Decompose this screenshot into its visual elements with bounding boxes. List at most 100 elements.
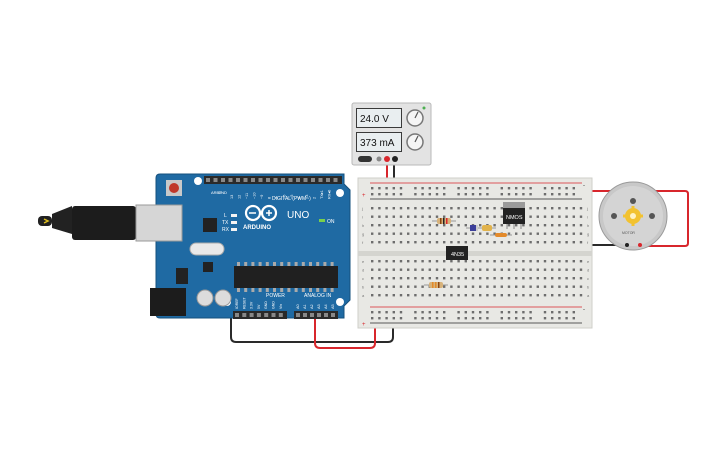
optocoupler-label: 4N35	[451, 252, 464, 258]
digital-pin-label: RX◂0	[328, 190, 332, 199]
center-channel	[358, 251, 592, 256]
row-letter: i	[587, 215, 588, 220]
power-header-label: POWER	[266, 293, 285, 299]
l-label: L	[224, 213, 227, 219]
analog-pin-label: A3	[317, 304, 321, 309]
header-pin[interactable]	[221, 178, 225, 182]
row-letter: b	[587, 285, 590, 290]
power-switch[interactable]	[358, 156, 372, 162]
header-pin[interactable]	[303, 178, 308, 182]
resistor-middle[interactable]	[478, 225, 496, 231]
digital-pin-row[interactable]	[206, 178, 338, 182]
motor-terminal-negative[interactable]	[625, 243, 629, 247]
header-pin[interactable]	[303, 313, 307, 317]
digital-pin-label: 4	[298, 197, 302, 199]
digital-pin-label: 8	[268, 197, 272, 199]
wire-motor-positive[interactable]	[585, 190, 689, 247]
header-pin[interactable]	[264, 313, 269, 317]
mosfet-label: NMOS	[506, 215, 523, 221]
model-label: UNO	[287, 210, 309, 221]
terminal-positive[interactable]	[384, 156, 390, 162]
header-pin[interactable]	[228, 178, 233, 182]
header-pin[interactable]	[235, 313, 239, 317]
header-pin[interactable]	[296, 178, 300, 182]
digital-pin-label: ~6	[283, 195, 287, 199]
header-pin[interactable]	[236, 178, 240, 182]
resistor-right[interactable]	[490, 233, 512, 237]
analog-pin-label: A2	[310, 304, 314, 309]
header-pin[interactable]	[273, 178, 278, 182]
optocoupler[interactable]: 4N35	[446, 246, 468, 260]
mosfet[interactable]: NMOS	[503, 202, 525, 229]
header-pin[interactable]	[333, 178, 338, 182]
resistor-bottom[interactable]	[424, 282, 448, 288]
resistor-top[interactable]	[432, 218, 456, 224]
row-letter: c	[587, 276, 589, 281]
header-pin[interactable]	[249, 313, 254, 317]
header-pin[interactable]	[213, 178, 218, 182]
header-pin[interactable]	[258, 178, 263, 182]
tx-label: TX	[222, 220, 229, 226]
atmega-chip	[234, 266, 338, 288]
row-letter: h	[362, 223, 364, 228]
header-pin[interactable]	[331, 313, 335, 317]
header-pin[interactable]	[256, 313, 261, 317]
row-letter: a	[587, 293, 590, 298]
header-pin[interactable]	[206, 178, 210, 182]
row-letter: a	[362, 293, 365, 298]
digital-pin-label: ~9	[260, 195, 264, 199]
motor-terminal-positive[interactable]	[638, 243, 642, 247]
aref-label: AREF	[211, 190, 222, 195]
analog-header[interactable]	[294, 311, 338, 319]
digital-pin-label: ~11	[245, 193, 249, 199]
row-letter: f	[587, 240, 589, 245]
header-pin[interactable]	[288, 178, 293, 182]
header-pin[interactable]	[318, 178, 323, 182]
dc-motor[interactable]: MOTOR	[598, 181, 668, 251]
row-letter: g	[362, 232, 364, 237]
rail-minus-bottom: -	[583, 307, 585, 313]
digital-pin-label: ~5	[290, 195, 294, 199]
terminal-negative[interactable]	[392, 156, 398, 162]
arduino-logo	[244, 204, 278, 222]
header-pin[interactable]	[296, 313, 300, 317]
analog-pin-label: A1	[303, 304, 307, 309]
header-pin[interactable]	[266, 178, 270, 182]
reset-button[interactable]	[169, 183, 179, 193]
header-pin[interactable]	[271, 313, 276, 317]
header-pin[interactable]	[251, 178, 255, 182]
rail-minus-top: -	[583, 183, 585, 189]
power-supply[interactable]: 24.0 V 373 mA	[351, 102, 432, 166]
wire-signal-red[interactable]	[314, 183, 376, 349]
crystal	[189, 242, 225, 256]
status-led	[422, 106, 426, 110]
usb-cable-jack	[52, 206, 72, 234]
analog-header-label: ANALOG IN	[304, 293, 332, 299]
digital-pin-label: 7	[275, 197, 279, 199]
digital-pin-label: 2	[313, 197, 317, 199]
header-pin[interactable]	[326, 178, 330, 182]
digital-pin-label: 12	[238, 195, 242, 199]
row-letter: i	[362, 215, 363, 220]
header-pin[interactable]	[281, 178, 285, 182]
row-letter: f	[362, 240, 364, 245]
digital-header[interactable]	[204, 176, 342, 184]
header-pin[interactable]	[311, 178, 315, 182]
header-pin[interactable]	[317, 313, 321, 317]
row-letter: b	[362, 285, 365, 290]
header-pin[interactable]	[243, 178, 248, 182]
power-pin-label: GND	[272, 301, 276, 309]
wire-gnd-arduino[interactable]	[230, 302, 394, 343]
header-pin[interactable]	[242, 313, 247, 317]
row-letter: j	[586, 206, 588, 211]
header-pin[interactable]	[324, 313, 328, 317]
bottom-pin-row[interactable]	[235, 313, 335, 317]
header-pin[interactable]	[278, 313, 283, 317]
header-pin[interactable]	[310, 313, 314, 317]
power-pin-label: GND	[264, 301, 268, 309]
